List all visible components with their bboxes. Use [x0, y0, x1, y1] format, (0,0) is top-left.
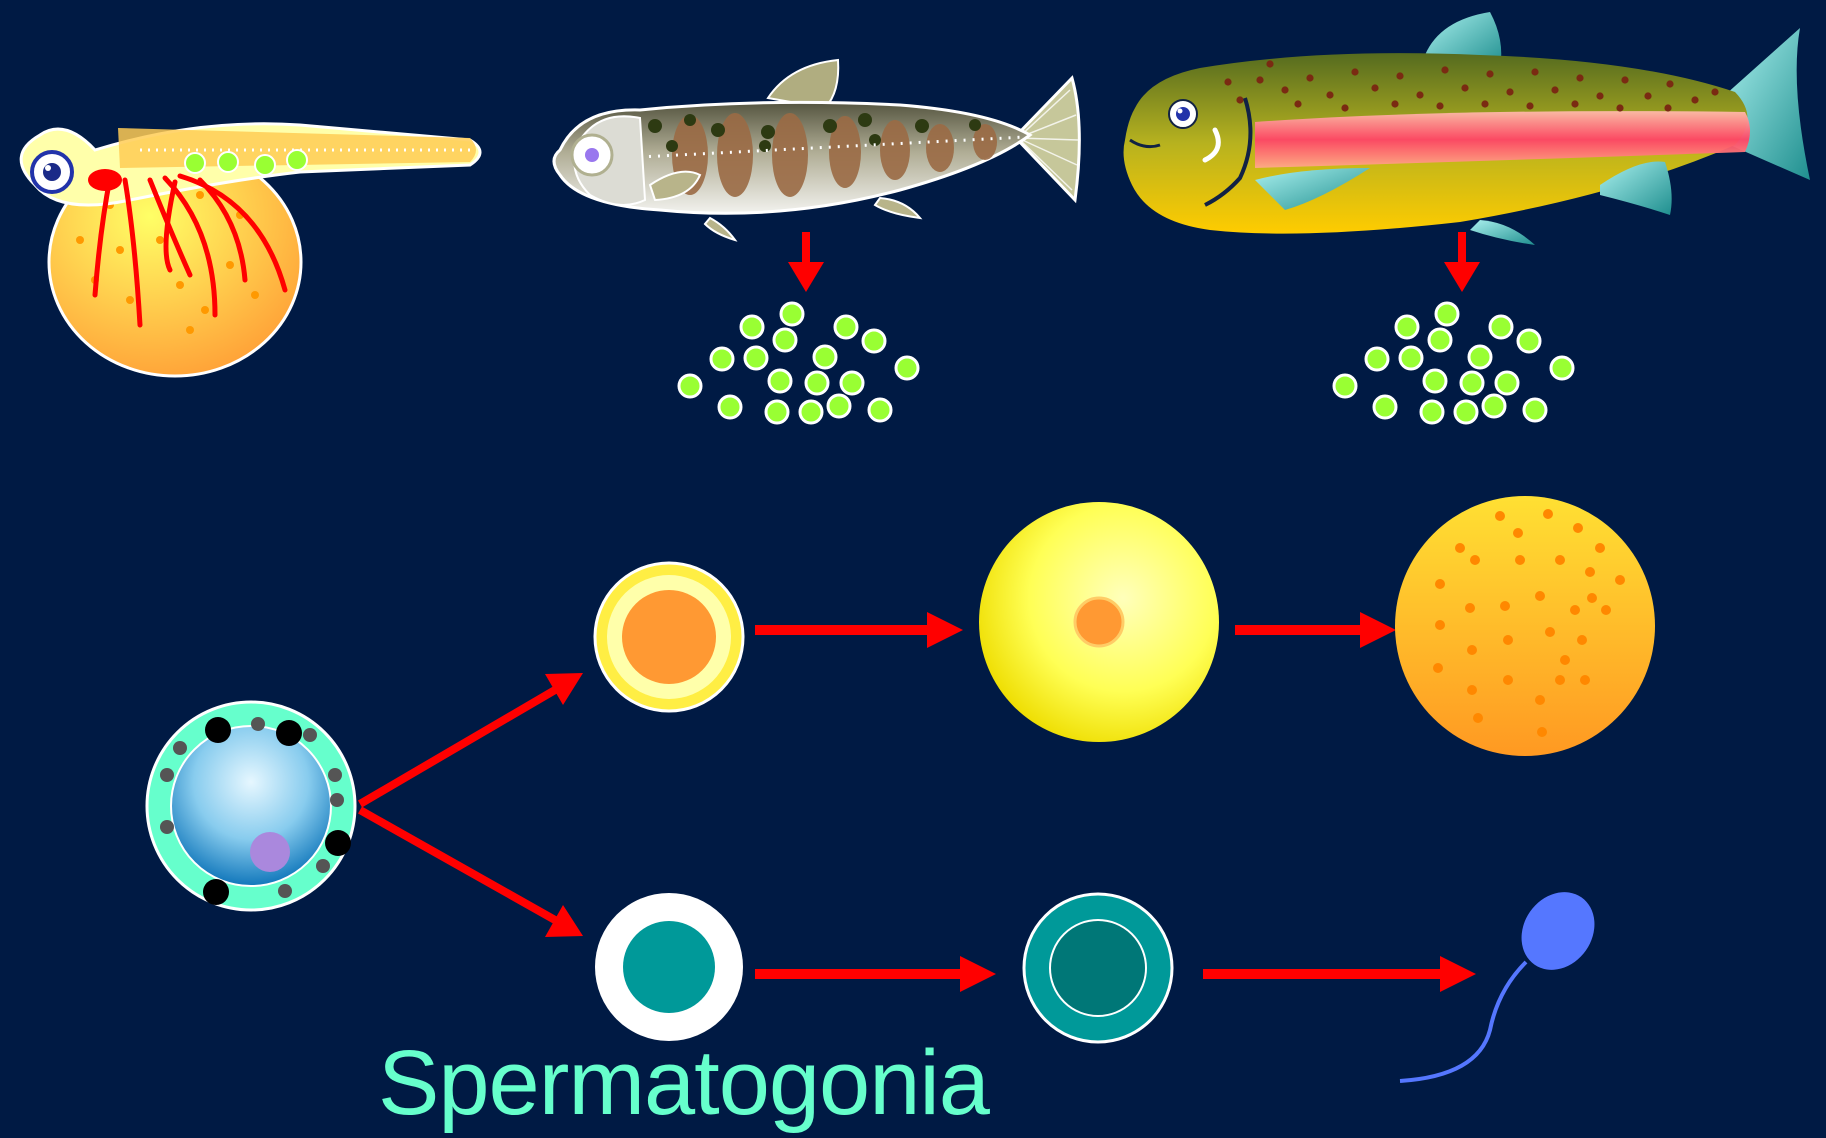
- spermatocyte-icon: [595, 893, 743, 1041]
- arrow-down-adult: [1444, 232, 1480, 292]
- arrow-to-oocyte: [360, 673, 583, 804]
- arrow-sperm-2: [1203, 956, 1476, 992]
- early-oocyte-icon: [595, 563, 743, 711]
- germ-cell-cluster-adult: [1334, 303, 1573, 423]
- larva-icon: [21, 124, 480, 376]
- spermatozoon-icon: [1400, 878, 1609, 1081]
- adult-trout-icon: [1124, 12, 1810, 245]
- arrow-to-spermatocyte: [360, 810, 583, 937]
- spermatid-icon: [1024, 894, 1172, 1042]
- germ-cell-cluster-juvenile: [679, 303, 918, 423]
- germ-stem-cell-icon: [147, 702, 355, 910]
- arrow-oocyte-2: [1235, 612, 1396, 648]
- arrow-sperm-1: [755, 956, 996, 992]
- juvenile-fish-icon: [554, 60, 1079, 240]
- arrow-down-juvenile: [788, 232, 824, 292]
- arrow-oocyte-1: [755, 612, 963, 648]
- mature-egg-icon: [1395, 496, 1655, 756]
- vitellogenic-oocyte-icon: [979, 502, 1219, 742]
- spermatogonia-label: Spermatogonia: [378, 1028, 989, 1138]
